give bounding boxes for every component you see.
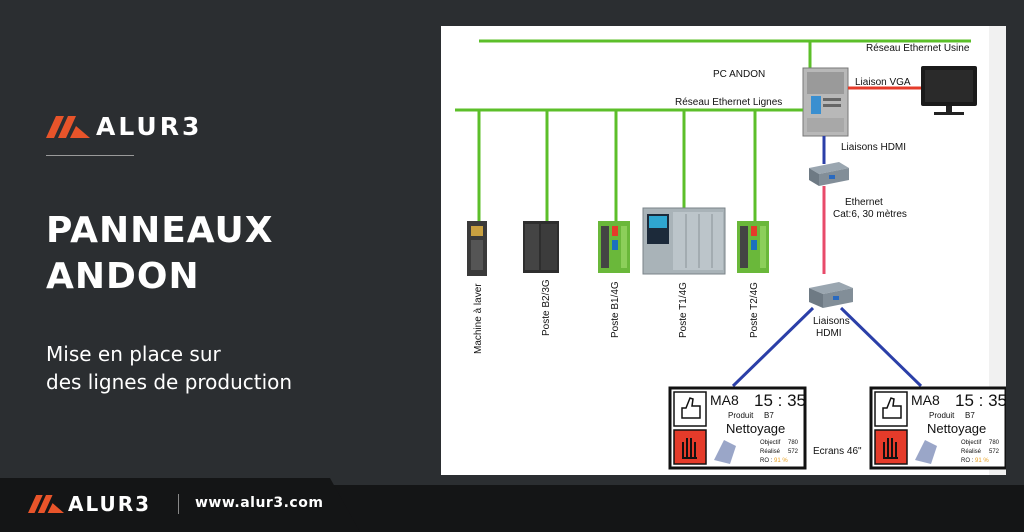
screen-realise: 572	[989, 449, 1000, 455]
monitor-icon	[921, 66, 977, 115]
alur3-logo-icon	[46, 115, 90, 138]
hdmi-line-left	[731, 306, 815, 388]
pc-andon-icon	[802, 67, 849, 137]
subtitle-line-1: Mise en place sur	[46, 342, 221, 366]
label-liaison-vga: Liaison VGA	[855, 77, 911, 88]
label-poste-t14g: Poste T1/4G	[678, 282, 689, 338]
screen-objectif: 780	[788, 440, 799, 446]
label-cat6: Cat:6, 30 mètres	[833, 209, 907, 220]
screen-produit-label: Produit	[728, 411, 754, 420]
footer-separator	[178, 494, 179, 514]
screen-objectif: 780	[989, 440, 1000, 446]
hdmi-line-right	[839, 306, 923, 388]
thumbs-up-icon	[874, 391, 908, 427]
diagram-svg: Réseau Ethernet Usine PC ANDON Liaison V…	[455, 26, 1006, 475]
andon-screen-2: MA8 15 : 35 Produit B7 Nettoyage Objecti…	[869, 386, 1006, 470]
brand-name: ALUR3	[96, 112, 203, 141]
andon-screen-1: MA8 15 : 35 Produit B7 Nettoyage Objecti…	[668, 386, 807, 470]
screen-status: Nettoyage	[726, 421, 785, 436]
converter-top-icon	[809, 162, 849, 186]
screen-ro-label: RO :	[961, 458, 974, 464]
poste-b14g-icon	[598, 221, 630, 273]
screen-time: 15 : 35	[955, 391, 1006, 410]
label-pc-andon: PC ANDON	[713, 69, 765, 80]
screen-realise-label: Réalisé	[760, 449, 781, 455]
footer-tab	[0, 478, 360, 532]
subtitle-line-2: des lignes de production	[46, 370, 293, 394]
page-title: PANNEAUX ANDON	[46, 208, 274, 300]
footer-website-link[interactable]: www.alur3.com	[195, 495, 324, 511]
label-ethernet-lignes: Réseau Ethernet Lignes	[675, 97, 782, 108]
label-ecrans: Ecrans 46"	[813, 446, 862, 457]
screen-machine: MA8	[710, 392, 739, 408]
footer-brand-name: ALUR3	[68, 492, 152, 516]
screen-ro: 91 %	[774, 458, 788, 464]
poste-t24g-icon	[737, 221, 769, 273]
screen-produit: B7	[764, 411, 774, 420]
screen-objectif-label: Objectif	[760, 440, 781, 446]
page-subtitle: Mise en place sur des lignes de producti…	[46, 340, 292, 396]
screen-machine: MA8	[911, 392, 940, 408]
label-poste-b23g: Poste B2/3G	[541, 279, 552, 336]
poste-t14g-icon	[642, 207, 726, 275]
label-poste-b14g: Poste B1/4G	[610, 281, 621, 338]
screen-status: Nettoyage	[927, 421, 986, 436]
screen-realise: 572	[788, 449, 799, 455]
screen-time: 15 : 35	[754, 391, 806, 410]
brand-logo[interactable]: ALUR3	[46, 112, 202, 141]
cleaning-icon	[915, 440, 937, 464]
poste-b23g-icon	[523, 221, 559, 273]
label-liaisons-hdmi-top: Liaisons HDMI	[841, 142, 906, 153]
label-ethernet: Ethernet	[845, 197, 883, 208]
converter-bottom-icon	[809, 282, 853, 308]
title-line-1: PANNEAUX	[46, 210, 274, 251]
screen-objectif-label: Objectif	[961, 440, 982, 446]
label-hdmi: HDMI	[816, 328, 842, 339]
screen-produit: B7	[965, 411, 975, 420]
thumbs-up-icon	[673, 391, 707, 427]
label-liaisons: Liaisons	[813, 316, 850, 327]
screen-realise-label: Réalisé	[961, 449, 982, 455]
left-panel: ALUR3 PANNEAUX ANDON Mise en place sur d…	[0, 0, 440, 485]
machine-a-laver-icon	[467, 221, 487, 276]
label-ethernet-usine: Réseau Ethernet Usine	[866, 43, 970, 54]
cleaning-icon	[714, 440, 736, 464]
footer-logo[interactable]: ALUR3	[28, 492, 151, 516]
divider	[46, 155, 134, 156]
screen-ro-label: RO :	[760, 458, 773, 464]
alur3-logo-icon	[28, 495, 64, 513]
title-line-2: ANDON	[46, 256, 200, 297]
label-machine-a-laver: Machine à laver	[473, 283, 484, 354]
label-poste-t24g: Poste T2/4G	[749, 282, 760, 338]
screen-ro: 91 %	[975, 458, 989, 464]
screen-produit-label: Produit	[929, 411, 955, 420]
andon-network-diagram: Réseau Ethernet Usine PC ANDON Liaison V…	[441, 26, 1006, 475]
